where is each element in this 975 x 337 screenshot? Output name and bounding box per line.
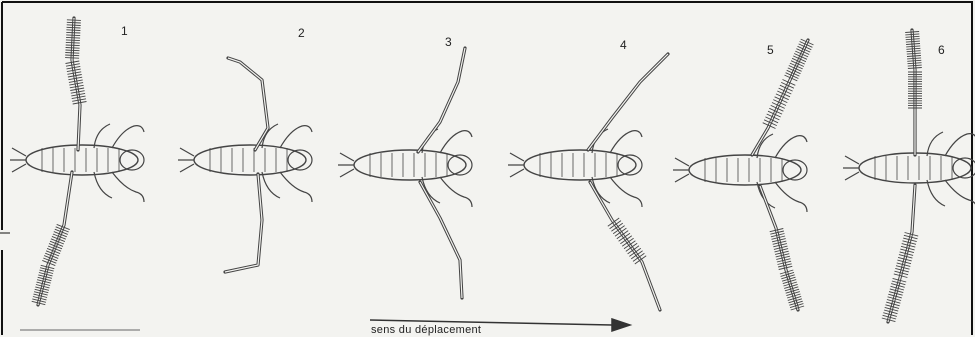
swimming-leg-upper	[228, 58, 268, 150]
insect-drawings	[10, 18, 975, 322]
middle-leg-bottom	[927, 180, 945, 206]
direction-caption: sens du déplacement	[371, 324, 481, 336]
frame-label-6: 6	[938, 43, 945, 57]
swimming-leg-lower-inner	[38, 172, 72, 305]
frame-label-3: 3	[445, 35, 452, 49]
front-leg-bottom	[112, 172, 144, 202]
tail-cerci	[10, 148, 26, 172]
frame-label-2: 2	[298, 26, 305, 40]
swimming-leg-lower	[225, 174, 262, 272]
insect-body	[689, 155, 801, 185]
insect-stage-2	[178, 58, 312, 272]
frame-label-1: 1	[121, 24, 128, 38]
swimming-leg-lower	[420, 182, 462, 298]
tail-cerci	[338, 153, 354, 177]
frame-label-4: 4	[620, 38, 627, 52]
swimming-leg-upper	[418, 48, 465, 152]
insect-body	[194, 145, 306, 175]
middle-leg-top	[94, 124, 110, 148]
front-leg-bottom	[280, 172, 312, 202]
front-leg-top	[945, 134, 975, 156]
tail-cerci	[178, 148, 194, 172]
swimming-leg-upper	[588, 54, 668, 150]
swimming-leg-lower-inner	[225, 174, 262, 272]
front-leg-top	[440, 131, 472, 153]
swimming-leg-upper-inner	[418, 48, 465, 152]
front-leg-top	[775, 136, 807, 158]
insect-stage-5	[673, 39, 814, 310]
middle-leg-bottom	[94, 172, 112, 198]
insect-body	[354, 150, 466, 180]
swimming-leg-lower-inner	[420, 182, 462, 298]
insect-body	[26, 145, 138, 175]
insect-stage-3	[338, 48, 472, 298]
tail-cerci	[508, 153, 524, 177]
insect-body	[524, 150, 636, 180]
front-leg-top	[280, 126, 312, 148]
middle-leg-top	[757, 134, 773, 158]
insect-body	[859, 153, 971, 183]
insect-stage-1	[10, 18, 144, 305]
frame-label-5: 5	[767, 43, 774, 57]
front-leg-top	[610, 131, 642, 153]
front-leg-bottom	[945, 180, 975, 210]
front-leg-bottom	[610, 177, 642, 207]
middle-leg-top	[927, 132, 943, 156]
front-leg-bottom	[775, 182, 807, 212]
front-leg-top	[112, 126, 144, 148]
insect-stage-4	[508, 54, 668, 310]
front-leg-bottom	[440, 177, 472, 207]
insect-stage-6	[843, 30, 975, 322]
swimming-leg-lower	[888, 185, 915, 322]
tail-cerci	[843, 156, 859, 180]
middle-leg-bottom	[262, 172, 280, 198]
swimming-leg-lower-inner	[590, 182, 660, 310]
tail-cerci	[673, 158, 689, 182]
